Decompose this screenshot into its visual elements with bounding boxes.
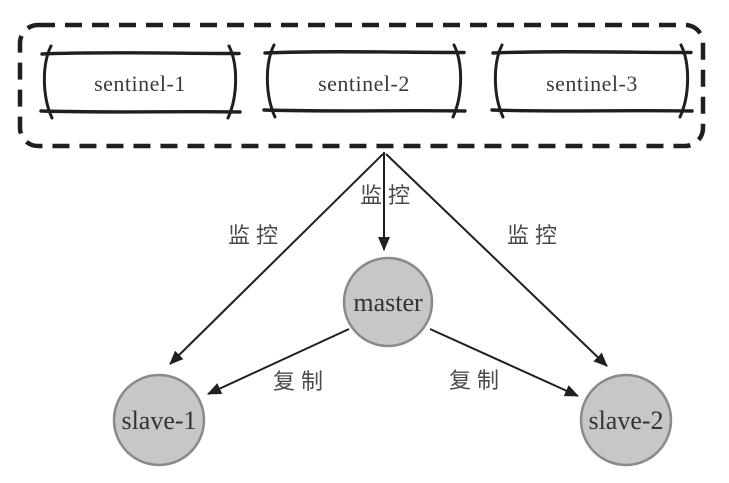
edge-master-to-slave1 <box>207 328 350 395</box>
edge-label-monitor-right: 监控 <box>507 223 563 248</box>
sentinel-1-box: sentinel-1 <box>39 44 242 120</box>
edge-label-monitor-left: 监控 <box>228 223 284 248</box>
edge-sentinels-to-slave1 <box>169 153 384 365</box>
slave2-node <box>579 373 673 467</box>
sentinel-2-label: sentinel-2 <box>318 71 410 96</box>
sentinel-2-box: sentinel-2 <box>262 43 467 119</box>
edge-label-replicate-left: 复制 <box>273 369 329 394</box>
sentinel-3-label: sentinel-3 <box>546 71 638 96</box>
slave1-node <box>112 373 206 467</box>
sentinel-3-box: sentinel-3 <box>490 43 694 119</box>
edge-master-to-slave2 <box>429 328 579 397</box>
master-node-label: master <box>353 288 423 317</box>
sentinel-1-label: sentinel-1 <box>94 71 186 96</box>
slave2-node-label: slave-2 <box>588 406 663 435</box>
sentinel-cluster-boundary <box>17 22 706 149</box>
edge-label-monitor-center: 监控 <box>360 183 416 208</box>
master-node <box>342 256 434 348</box>
edge-label-replicate-right: 复制 <box>449 368 505 393</box>
edge-sentinels-to-slave2 <box>385 153 608 367</box>
slave1-node-label: slave-1 <box>121 406 196 435</box>
